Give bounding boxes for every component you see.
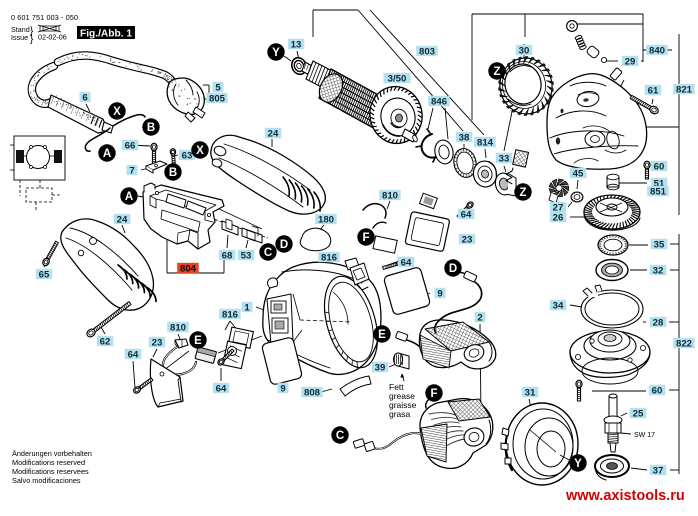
svg-text:D: D (280, 239, 288, 251)
svg-text:68: 68 (222, 250, 233, 261)
svg-text:810: 810 (170, 322, 186, 333)
svg-text:65: 65 (39, 269, 50, 280)
svg-text:9: 9 (437, 288, 442, 299)
svg-text:38: 38 (459, 132, 470, 143)
svg-text:34: 34 (553, 300, 564, 311)
svg-text:805: 805 (209, 93, 226, 104)
svg-text:graisse: graisse (389, 400, 417, 410)
svg-text:Modifications reservees: Modifications reservees (12, 467, 89, 476)
svg-text:Y: Y (272, 47, 280, 59)
svg-text:66: 66 (125, 140, 136, 151)
svg-text:821: 821 (676, 84, 693, 95)
svg-text:X: X (196, 145, 204, 157)
svg-text:23: 23 (462, 234, 473, 245)
svg-text:28: 28 (653, 317, 664, 328)
svg-text:816: 816 (222, 309, 238, 320)
svg-text:840: 840 (649, 45, 665, 56)
svg-text:814: 814 (477, 137, 494, 148)
svg-text:Fig./Abb. 1: Fig./Abb. 1 (80, 29, 132, 40)
svg-text:2: 2 (477, 312, 482, 323)
svg-text:32: 32 (653, 265, 664, 276)
svg-text:35: 35 (654, 239, 665, 250)
svg-text:61: 61 (648, 85, 659, 96)
svg-text:X: X (113, 106, 121, 118)
svg-text:27: 27 (553, 202, 564, 213)
svg-text:C: C (336, 430, 344, 442)
svg-text:grasa: grasa (389, 409, 411, 419)
svg-text:24: 24 (117, 214, 128, 225)
svg-text:60: 60 (652, 385, 663, 396)
svg-text:24: 24 (268, 128, 279, 139)
svg-text:Änderungen vorbehalten: Änderungen vorbehalten (12, 449, 92, 458)
svg-text:Z: Z (493, 66, 500, 78)
svg-text:www.axistools.ru: www.axistools.ru (565, 488, 685, 504)
svg-text:62: 62 (100, 336, 111, 347)
svg-text:Issue: Issue (11, 33, 28, 42)
svg-text:810: 810 (382, 190, 398, 201)
svg-text:E: E (194, 335, 202, 347)
svg-text:Stand: Stand (11, 25, 30, 34)
svg-text:Modifications reserved: Modifications reserved (12, 458, 85, 467)
svg-text:13: 13 (291, 39, 302, 50)
svg-text:822: 822 (676, 338, 692, 349)
svg-text:846: 846 (431, 96, 447, 107)
svg-text:25: 25 (633, 408, 644, 419)
svg-text:180: 180 (318, 214, 334, 225)
svg-text:851: 851 (650, 186, 667, 197)
svg-text:}: } (30, 26, 34, 37)
svg-text:02-02-06: 02-02-06 (38, 33, 67, 42)
svg-text:803: 803 (419, 46, 435, 57)
svg-text:Fett: Fett (389, 382, 404, 392)
svg-text:5: 5 (215, 82, 221, 93)
svg-text:grease: grease (389, 391, 415, 401)
svg-text:33: 33 (499, 153, 510, 164)
svg-text:51: 51 (654, 178, 665, 189)
svg-text:F: F (362, 232, 369, 244)
svg-text:64: 64 (128, 349, 139, 360)
svg-text:26: 26 (553, 212, 564, 223)
svg-text:1: 1 (244, 302, 250, 313)
svg-text:64: 64 (461, 209, 472, 220)
svg-text:804: 804 (180, 263, 197, 274)
svg-text:B: B (169, 167, 177, 179)
svg-text:A: A (103, 148, 111, 160)
svg-text:Salvo modificaciones: Salvo modificaciones (12, 476, 81, 485)
svg-text:D: D (449, 263, 457, 275)
svg-text:23: 23 (152, 337, 163, 348)
svg-text:60: 60 (654, 161, 665, 172)
svg-text:Y: Y (574, 458, 582, 470)
svg-text:31: 31 (525, 387, 536, 398)
svg-text:37: 37 (653, 465, 664, 476)
svg-text:63: 63 (182, 150, 193, 161)
svg-text:SW 17: SW 17 (634, 432, 655, 439)
svg-text:A: A (125, 191, 133, 203)
svg-text:64: 64 (216, 383, 227, 394)
svg-text:30: 30 (519, 45, 530, 56)
svg-text:808: 808 (304, 387, 321, 398)
svg-text:E: E (378, 329, 386, 341)
svg-text:816: 816 (321, 252, 337, 263)
svg-text:9: 9 (280, 383, 285, 394)
svg-text:F: F (430, 388, 437, 400)
svg-text:7: 7 (129, 165, 134, 176)
svg-text:B: B (147, 122, 155, 134)
svg-text:C: C (264, 247, 272, 259)
svg-text:29: 29 (625, 56, 636, 67)
svg-text:0 601 751 003 - 050: 0 601 751 003 - 050 (11, 13, 78, 22)
svg-text:53: 53 (241, 250, 252, 261)
svg-text:6: 6 (82, 92, 87, 103)
svg-text:Z: Z (519, 187, 526, 199)
svg-text:39: 39 (375, 362, 386, 373)
svg-text:}: } (30, 34, 34, 45)
svg-text:45: 45 (573, 168, 584, 179)
svg-text:3/50: 3/50 (388, 73, 407, 84)
svg-text:64: 64 (401, 257, 412, 268)
